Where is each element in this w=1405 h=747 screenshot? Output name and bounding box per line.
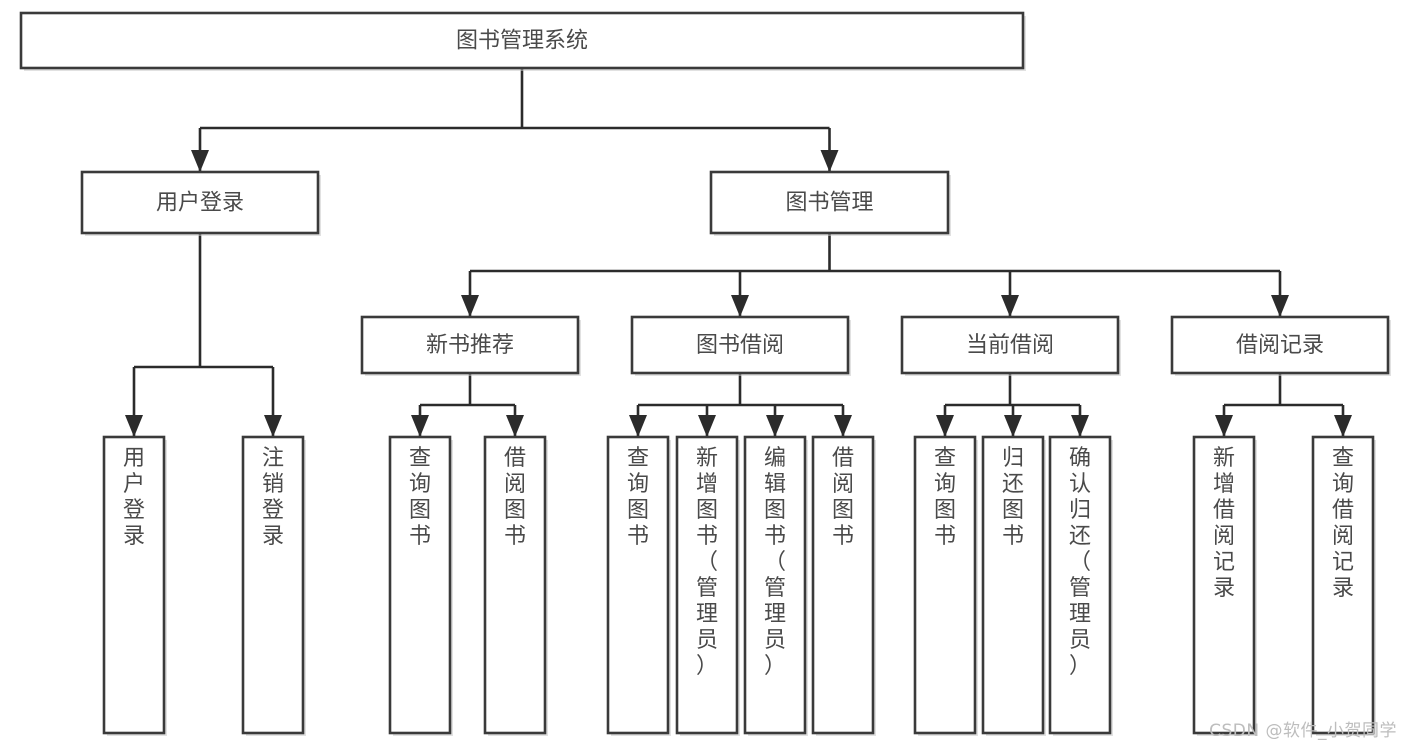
node-label: 编辑图书（管理员） (764, 446, 786, 679)
arrow-head-icon (834, 415, 852, 437)
node-label: 查询图书 (627, 446, 649, 549)
node-rect[interactable] (913, 435, 977, 735)
arrow-head-icon (629, 415, 647, 437)
arrow-head-icon (506, 415, 524, 437)
node-label: 确认归还（管理员） (1069, 446, 1091, 679)
node-leaf-borrow-book-2[interactable]: 借阅图书 (811, 435, 876, 736)
node-rect[interactable] (709, 170, 950, 235)
arrow-head-icon (191, 150, 209, 172)
node-rect[interactable] (743, 435, 807, 735)
node-rect[interactable] (80, 170, 320, 235)
node-label: 查询借阅记录 (1332, 446, 1354, 601)
node-label: 新增借阅记录 (1213, 446, 1235, 601)
node-leaf-return-book[interactable]: 归还图书 (981, 435, 1046, 736)
node-rect[interactable] (19, 11, 1025, 70)
node-label: 用户登录 (123, 446, 145, 549)
node-label: 借阅记录 (1236, 333, 1324, 358)
arrow-head-icon (411, 415, 429, 437)
node-rect[interactable] (1048, 435, 1112, 735)
node-leaf-add-book[interactable]: 新增图书（管理员） (675, 435, 740, 736)
arrow-head-icon (1215, 415, 1233, 437)
node-leaf-confirm-return[interactable]: 确认归还（管理员） (1048, 435, 1113, 736)
node-label: 新增图书（管理员） (696, 446, 718, 679)
node-label: 借阅图书 (832, 446, 854, 549)
node-leaf-add-record[interactable]: 新增借阅记录 (1192, 435, 1257, 736)
node-leaf-query-book-1[interactable]: 查询图书 (388, 435, 453, 736)
connector-edges (125, 68, 1352, 437)
node-book-manage[interactable]: 图书管理 (709, 170, 951, 236)
node-book-borrow[interactable]: 图书借阅 (630, 315, 851, 376)
node-rect[interactable] (675, 435, 739, 735)
node-rect[interactable] (811, 435, 875, 735)
arrow-head-icon (461, 295, 479, 317)
node-rect[interactable] (483, 435, 547, 735)
node-rect[interactable] (102, 435, 166, 735)
arrow-head-icon (264, 415, 282, 437)
arrow-head-icon (1071, 415, 1089, 437)
node-rect[interactable] (1311, 435, 1375, 735)
node-leaf-query-book-2[interactable]: 查询图书 (606, 435, 671, 736)
node-label: 注销登录 (262, 446, 284, 549)
node-new-book-recommend[interactable]: 新书推荐 (360, 315, 581, 376)
node-rect[interactable] (388, 435, 452, 735)
node-leaf-query-record[interactable]: 查询借阅记录 (1311, 435, 1376, 736)
node-rect[interactable] (360, 315, 580, 375)
node-leaf-borrow-book-1[interactable]: 借阅图书 (483, 435, 548, 736)
node-boxes: 图书管理系统用户登录图书管理新书推荐图书借阅当前借阅借阅记录用户登录注销登录查询… (19, 11, 1391, 736)
node-label: 图书管理 (785, 191, 873, 216)
node-rect[interactable] (1170, 315, 1390, 375)
arrow-head-icon (125, 415, 143, 437)
arrow-head-icon (936, 415, 954, 437)
arrow-head-icon (766, 415, 784, 437)
watermark-text: CSDN @软件_小贺同学 (1209, 721, 1397, 741)
node-rect[interactable] (606, 435, 670, 735)
node-user-login[interactable]: 用户登录 (80, 170, 321, 236)
node-current-borrow[interactable]: 当前借阅 (900, 315, 1121, 376)
node-label: 图书借阅 (696, 333, 784, 358)
arrow-head-icon (1271, 295, 1289, 317)
node-label: 查询图书 (409, 446, 431, 549)
node-leaf-query-book-3[interactable]: 查询图书 (913, 435, 978, 736)
node-label: 用户登录 (156, 191, 244, 216)
node-label: 借阅图书 (504, 446, 526, 549)
node-leaf-edit-book[interactable]: 编辑图书（管理员） (743, 435, 808, 736)
node-root-图书管理系统[interactable]: 图书管理系统 (19, 11, 1026, 71)
arrow-head-icon (820, 150, 839, 172)
node-rect[interactable] (900, 315, 1120, 375)
node-label: 归还图书 (1002, 446, 1024, 549)
node-rect[interactable] (241, 435, 305, 735)
node-rect[interactable] (981, 435, 1045, 735)
arrow-head-icon (698, 415, 716, 437)
node-rect[interactable] (630, 315, 850, 375)
node-label: 新书推荐 (426, 333, 514, 358)
node-borrow-record[interactable]: 借阅记录 (1170, 315, 1391, 376)
arrow-head-icon (1001, 295, 1019, 317)
arrow-head-icon (1334, 415, 1352, 437)
arrow-head-icon (1004, 415, 1022, 437)
node-label: 图书管理系统 (456, 29, 588, 54)
node-rect[interactable] (1192, 435, 1256, 735)
node-label: 当前借阅 (966, 333, 1054, 358)
node-label: 查询图书 (934, 446, 956, 549)
arrow-head-icon (731, 295, 749, 317)
node-leaf-user-login[interactable]: 用户登录 (102, 435, 167, 736)
node-leaf-user-logout[interactable]: 注销登录 (241, 435, 306, 736)
